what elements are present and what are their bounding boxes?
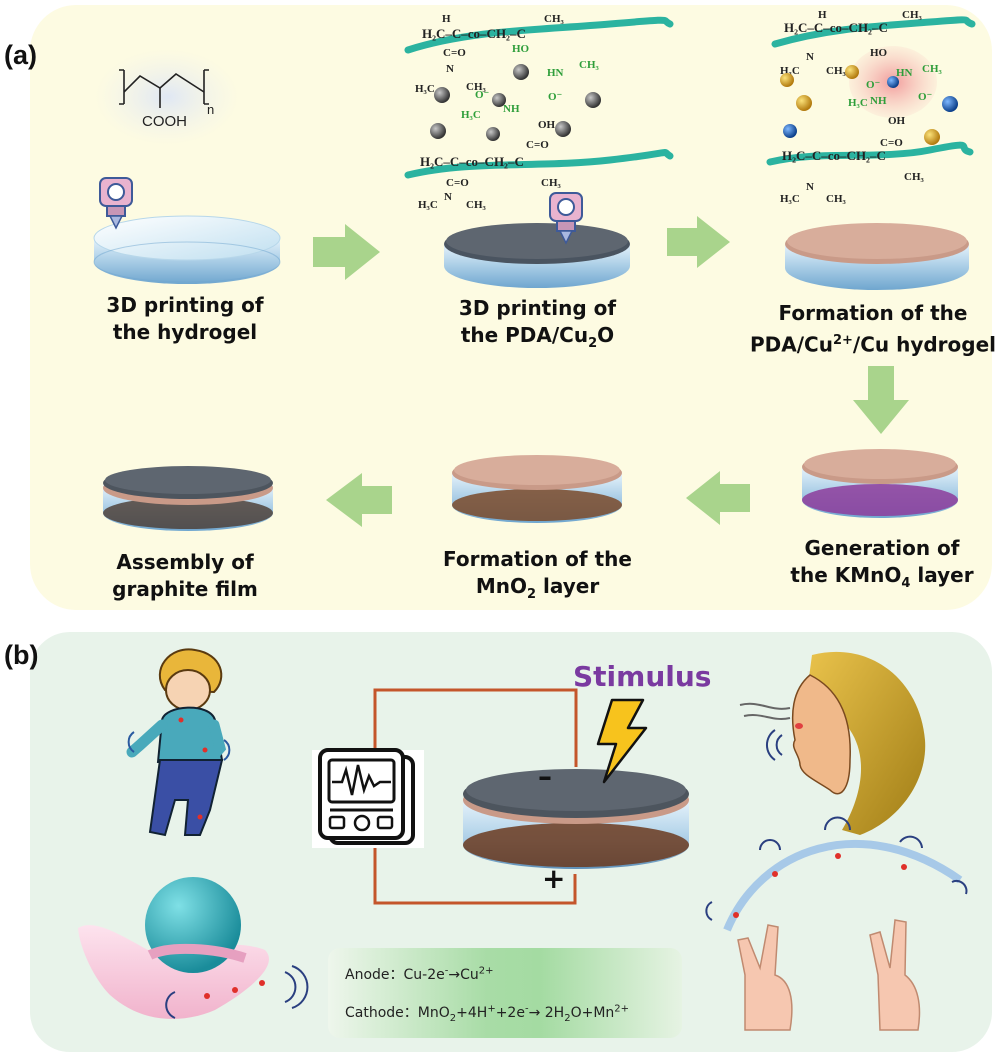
- hand-holding-ball-illustration: [78, 877, 309, 1019]
- panel-a-label: (a): [4, 40, 37, 70]
- co-group-label-4: C=O: [880, 137, 903, 149]
- ch3-green-label: CH₃: [579, 59, 600, 71]
- panel-a-graphics: n COOH H₂C–C–co–CH₂–C H CH₃ C=O N H₃C CH…: [93, 9, 976, 531]
- o-minus-label-2: O⁻: [475, 89, 490, 101]
- printer-nozzle-icon-2: [549, 192, 583, 245]
- ch3-label-6: CH₃: [826, 65, 847, 77]
- nh-label-2: NH: [870, 95, 887, 107]
- n-label: N: [446, 63, 454, 75]
- battery-disk: [463, 769, 689, 869]
- monomer-group: COOH: [142, 113, 187, 130]
- negative-terminal-label: –: [538, 760, 552, 793]
- polymer-network-cu: H₂C–C–co–CH₂–C H CH₃ N H₃C CH₃ HO HN CH₃…: [766, 9, 976, 205]
- arrow-left-2: [326, 473, 392, 527]
- panel-b-graphics: [78, 648, 968, 1031]
- hydrogel-disk: [93, 215, 281, 284]
- poly-top-label: H₂C–C–co–CH₂–C: [422, 26, 526, 41]
- n-label-2: N: [444, 191, 452, 203]
- ch3-label-8: CH₃: [904, 171, 925, 183]
- co-group-label-2: C=O: [526, 139, 549, 151]
- polyacrylic-acid-structure: n COOH: [95, 49, 239, 145]
- polymer-network-pda: H₂C–C–co–CH₂–C H CH₃ C=O N H₃C CH₃ HN CH…: [404, 13, 674, 211]
- step-3-caption: Formation of the PDA/Cu2+/Cu hydrogel: [749, 301, 997, 357]
- hn-label-2: HN: [896, 67, 913, 79]
- step-1-caption: 3D printing of the hydrogel: [106, 293, 264, 344]
- n-label-4: N: [806, 181, 814, 193]
- h3c-green-label-2: H₃C: [848, 97, 868, 109]
- ch3-label: CH₃: [544, 13, 565, 25]
- kmno4-layer-disk: [802, 449, 958, 518]
- measurement-device-icon: [312, 748, 424, 848]
- panel-b-label: (b): [4, 640, 39, 670]
- ch3-green-label-2: CH₃: [922, 63, 943, 75]
- step-5-caption: Formation of the MnO2 layer: [443, 547, 632, 602]
- lightning-bolt-icon: [596, 698, 648, 784]
- h3c-label: H₃C: [415, 83, 435, 95]
- poly-top-label-2: H₂C–C–co–CH₂–C: [784, 20, 888, 35]
- step-4-caption: Generation of the KMnO4 layer: [790, 536, 974, 591]
- circuit-wire: [373, 688, 578, 905]
- positive-terminal-label: +: [542, 862, 566, 895]
- arrow-down: [853, 366, 909, 434]
- h3c-label-2: H₃C: [418, 199, 438, 211]
- poly-bottom-label: H₂C–C–co–CH₂–C: [420, 154, 524, 169]
- ch3-label-4: CH₃: [466, 199, 487, 211]
- graphite-film-disk: [103, 466, 273, 531]
- breathing-face-illustration: [739, 651, 926, 835]
- poly-bottom-label-2: H₂C–C–co–CH₂–C: [782, 148, 886, 163]
- o-minus-label: O⁻: [548, 91, 563, 103]
- o-minus-label-4: O⁻: [918, 91, 933, 103]
- printer-nozzle-icon: [99, 177, 133, 230]
- electrode-reactions-box: Anode：Cu-2e-→Cu2+ Cathode：MnO2+4H++2e-→ …: [328, 948, 682, 1038]
- ch3-label-2: CH₃: [466, 81, 487, 93]
- walking-person-illustration: [126, 648, 231, 837]
- h3c-green-label: H₃C: [461, 109, 481, 121]
- monomer-subscript: n: [207, 102, 214, 117]
- oh-label-2: OH: [888, 115, 906, 127]
- ho-label: HO: [512, 43, 530, 55]
- arrow-right-2: [667, 216, 730, 268]
- co-group-label: C=O: [443, 47, 466, 59]
- oh-label: OH: [538, 119, 556, 131]
- stimulus-label: Stimulus: [573, 660, 712, 693]
- h-label: H: [442, 13, 451, 25]
- ch3-label-7: CH₃: [826, 193, 847, 205]
- step-6-caption: Assembly of graphite film: [112, 550, 258, 601]
- pda-cu-hydrogel-disk: [785, 223, 969, 290]
- ch3-label-3: CH₃: [541, 177, 562, 189]
- nh-label: NH: [503, 103, 520, 115]
- h-label-2: H: [818, 9, 827, 21]
- o-minus-label-3: O⁻: [866, 79, 881, 91]
- bending-strip-illustration: [705, 816, 968, 1031]
- hn-label: HN: [547, 67, 564, 79]
- pda-cu2o-disk: [444, 223, 630, 288]
- ch3-label-5: CH₃: [902, 9, 923, 21]
- co-group-label-3: C=O: [446, 177, 469, 189]
- anode-reaction: Anode：Cu-2e-→Cu2+: [345, 965, 494, 983]
- cathode-reaction: Cathode：MnO2+4H++2e-→ 2H2O+Mn2+: [345, 1003, 630, 1024]
- arrow-right-1: [313, 224, 380, 280]
- step-2-caption: 3D printing of the PDA/Cu2O: [458, 296, 617, 351]
- mno2-layer-disk: [452, 455, 622, 523]
- arrow-left-1: [686, 471, 750, 525]
- ho-label-2: HO: [870, 47, 888, 59]
- h3c-label-4: H₃C: [780, 193, 800, 205]
- n-label-3: N: [806, 51, 814, 63]
